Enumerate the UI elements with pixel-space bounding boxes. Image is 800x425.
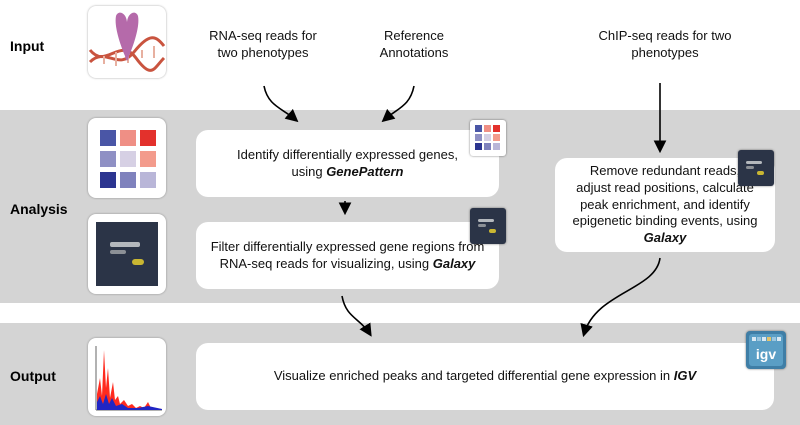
dna-icon — [88, 6, 166, 78]
galaxy-tool-name-filter: Galaxy — [432, 255, 476, 271]
chipseq-input-box: ChIP-seq reads for two phenotypes — [555, 11, 775, 78]
visualize-output-box: Visualize enriched peaks and targeted di… — [196, 343, 774, 410]
galaxy-icon — [88, 214, 166, 294]
igv-icon: igv — [746, 331, 786, 369]
reference-annotations-box: Reference Annotations — [355, 11, 473, 78]
identify-de-genes-label: Identify differentially expressed genes,… — [237, 146, 458, 179]
genepattern-tool-name: GenePattern — [326, 163, 404, 179]
visualize-output-text: Visualize enriched peaks and targeted di… — [274, 368, 696, 385]
filter-de-regions-box: Filter differentially expressed gene reg… — [196, 222, 499, 289]
remove-redundant-reads-text: Remove redundant reads, adjust read posi… — [571, 163, 759, 247]
igv-tool-name: IGV — [673, 368, 697, 384]
remove-redundant-reads-label: Remove redundant reads, adjust read posi… — [572, 162, 758, 229]
rnaseq-input-text: RNA-seq reads for two phenotypes — [209, 27, 317, 60]
heatmap-mini-icon — [470, 120, 506, 156]
peak-chart-icon — [88, 338, 166, 416]
galaxy-mini-icon-filter — [470, 208, 506, 244]
input-stage-label: Input — [10, 38, 45, 54]
output-stage-label: Output — [10, 368, 56, 384]
igv-logo-text: igv — [756, 346, 776, 362]
galaxy-mini-icon-remove — [738, 150, 774, 186]
identify-de-genes-box: Identify differentially expressed genes,… — [196, 130, 499, 197]
visualize-output-label: Visualize enriched peaks and targeted di… — [273, 368, 674, 384]
filter-de-regions-label: Filter differentially expressed gene reg… — [210, 238, 485, 271]
heatmap-icon — [88, 118, 166, 198]
chipseq-input-text: ChIP-seq reads for two phenotypes — [598, 27, 732, 60]
identify-de-genes-text: Identify differentially expressed genes,… — [220, 147, 475, 181]
analysis-stage-label: Analysis — [10, 201, 68, 217]
galaxy-tool-name-remove: Galaxy — [643, 230, 687, 246]
filter-de-regions-text: Filter differentially expressed gene reg… — [210, 239, 485, 273]
rnaseq-input-box: RNA-seq reads for two phenotypes — [196, 11, 330, 78]
reference-annotations-text: Reference Annotations — [379, 27, 449, 60]
